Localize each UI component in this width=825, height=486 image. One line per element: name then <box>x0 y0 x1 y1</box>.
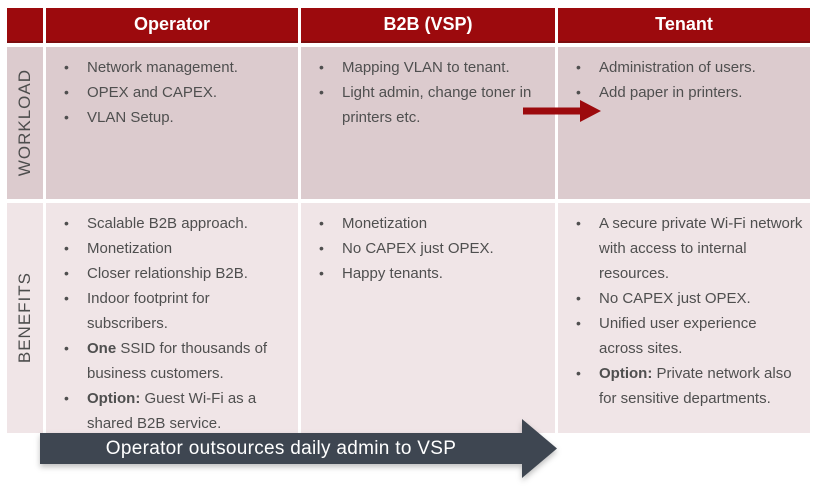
bullet-item: • Unified user experience across sites. <box>576 311 804 361</box>
bullet-item: • VLAN Setup. <box>64 105 292 130</box>
bullet-glyph: • <box>319 84 324 100</box>
bullet-item: • No CAPEX just OPEX. <box>319 236 549 261</box>
bullet-item: • A secure private Wi-Fi network with acc… <box>576 211 804 286</box>
bullet-item: • OPEX and CAPEX. <box>64 80 292 105</box>
bullet-text: Administration of users. <box>599 59 756 76</box>
bullet-item: • Indoor footprint for subscribers. <box>64 286 292 336</box>
bullet-text: Indoor footprint for subscribers. <box>87 290 210 332</box>
bullet-item: • Option: Private network also for sensit… <box>576 361 804 411</box>
bullet-glyph: • <box>64 390 69 406</box>
bullet-text: Monetization <box>342 215 428 232</box>
bullet-item: • No CAPEX just OPEX. <box>576 286 804 311</box>
bullet-glyph: • <box>64 109 69 125</box>
header-operator: Operator <box>46 8 298 43</box>
bottom-arrow-label: Operator outsources daily admin to VSP <box>105 437 457 459</box>
bullet-glyph: • <box>64 240 69 256</box>
bullet-text: Network management. <box>87 59 238 76</box>
bullet-text: Light admin, change toner in printers et… <box>342 84 532 126</box>
bullet-item: • Administration of users. <box>576 55 804 80</box>
header-operator-label: Operator <box>133 14 211 34</box>
bullet-item: • Happy tenants. <box>319 261 549 286</box>
row-label-benefits: BENEFITS <box>7 203 43 433</box>
header-tenant: Tenant <box>558 8 810 43</box>
bullet-text: Closer relationship B2B. <box>87 265 248 282</box>
bullet-glyph: • <box>576 290 581 306</box>
bullet-glyph: • <box>319 215 324 231</box>
bullet-item: • Monetization <box>319 211 549 236</box>
bullet-glyph: • <box>576 59 581 75</box>
bullet-text: Happy tenants. <box>342 265 443 282</box>
bullet-text: Unified user experience across sites. <box>599 315 757 357</box>
bullet-text: Monetization <box>87 240 173 257</box>
bullet-glyph: • <box>576 84 581 100</box>
bottom-arrow: Operator outsources daily admin to VSP <box>40 419 557 479</box>
bullet-item: • Network management. <box>64 55 292 80</box>
bullet-glyph: • <box>64 265 69 281</box>
bottom-right-arrow-shape <box>40 419 557 478</box>
header-tenant-label: Tenant <box>655 14 713 34</box>
cell-benefits-b2b: • Monetization • No CAPEX just OPEX. • Happy … <box>301 203 555 433</box>
bullet-text: VLAN Setup. <box>87 109 174 126</box>
bullet-text: Option: Private network also for sensiti… <box>599 365 792 407</box>
bullet-item: • Mapping VLAN to tenant. <box>319 55 549 80</box>
cell-workload-operator: • Network management. • OPEX and CAPEX. • VLA… <box>46 47 298 199</box>
bullet-item: • Light admin, change toner in printers e… <box>319 80 549 130</box>
bullet-glyph: • <box>319 265 324 281</box>
bullet-text: A secure private Wi-Fi network with acce… <box>599 215 803 282</box>
cell-workload-b2b: • Mapping VLAN to tenant. • Light admin, ch… <box>301 47 555 199</box>
header-corner-cell <box>7 8 43 43</box>
bullet-glyph: • <box>64 59 69 75</box>
bullet-text: No CAPEX just OPEX. <box>599 290 751 307</box>
bullet-text: No CAPEX just OPEX. <box>342 240 494 257</box>
bullet-glyph: • <box>576 315 581 331</box>
bullet-glyph: • <box>576 215 581 231</box>
bullet-glyph: • <box>64 84 69 100</box>
bullet-glyph: • <box>64 215 69 231</box>
bullet-item: • Closer relationship B2B. <box>64 261 292 286</box>
row-label-benefits-text: BENEFITS <box>15 272 34 364</box>
cell-benefits-operator: • Scalable B2B approach. • Monetization • Clo… <box>46 203 298 433</box>
bullet-glyph: • <box>64 340 69 356</box>
bullet-item: • Add paper in printers. <box>576 80 804 105</box>
comparison-table: Operator B2B (VSP) Tenant WORKLOAD • Netw… <box>7 8 810 433</box>
bullet-item: • Option: Guest Wi-Fi as a shared B2B ser… <box>64 386 292 436</box>
bullet-text: Mapping VLAN to tenant. <box>342 59 510 76</box>
cell-workload-tenant: • Administration of users. • Add paper in p… <box>558 47 810 199</box>
row-label-workload: WORKLOAD <box>7 47 43 199</box>
cell-benefits-tenant: • A secure private Wi-Fi network with acc… <box>558 203 810 433</box>
bullet-item: • Monetization <box>64 236 292 261</box>
bullet-glyph: • <box>319 240 324 256</box>
bullet-glyph: • <box>576 365 581 381</box>
bullet-item: • Scalable B2B approach. <box>64 211 292 236</box>
row-label-workload-text: WORKLOAD <box>15 69 34 177</box>
header-b2b-vsp: B2B (VSP) <box>301 8 555 43</box>
bullet-text: Scalable B2B approach. <box>87 215 248 232</box>
bullet-text: Option: Guest Wi-Fi as a shared B2B serv… <box>87 390 257 432</box>
header-b2b-vsp-label: B2B (VSP) <box>383 14 473 34</box>
bullet-text: One SSID for thousands of business custo… <box>87 340 268 382</box>
bullet-glyph: • <box>319 59 324 75</box>
bullet-text: OPEX and CAPEX. <box>87 84 218 101</box>
bullet-glyph: • <box>64 290 69 306</box>
bullet-item: • One SSID for thousands of business cust… <box>64 336 292 386</box>
bullet-text: Add paper in printers. <box>599 84 743 101</box>
